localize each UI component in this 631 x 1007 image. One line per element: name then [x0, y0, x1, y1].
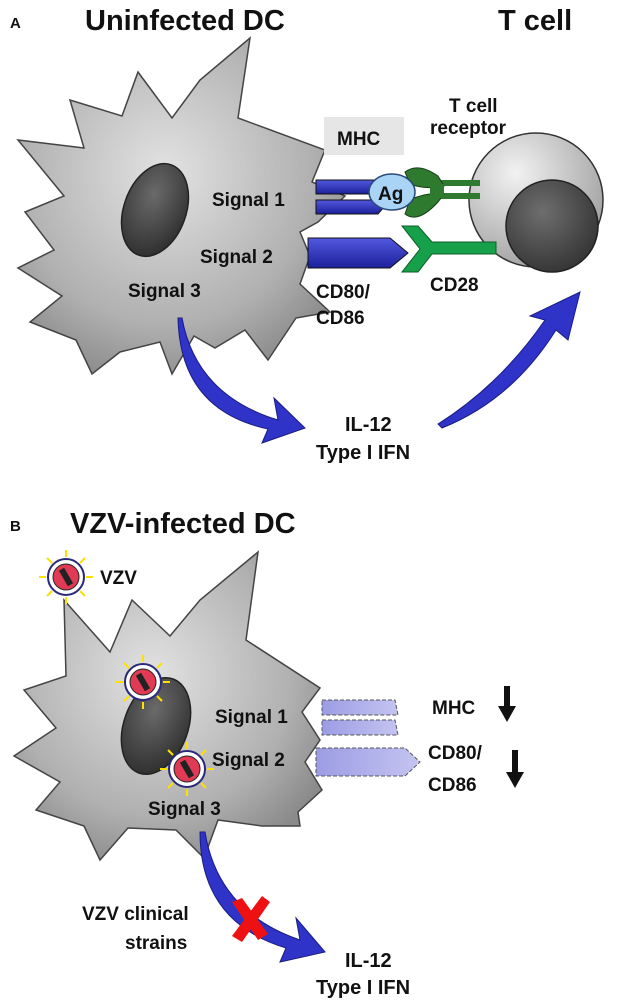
nucleus-a — [120, 162, 190, 258]
panel-a-title: Uninfected DC — [85, 5, 285, 37]
signal-3-label-b: Signal 3 — [148, 799, 221, 820]
mhc-down-arrow — [498, 686, 516, 722]
panel-b-letter: B — [10, 518, 21, 535]
ifn-label-b: Type I IFN — [316, 977, 410, 999]
faded-mhc-molecule — [321, 699, 399, 736]
panel-b: B VZV-infected DC VZV — [10, 508, 524, 999]
cd80-down-arrow — [506, 750, 524, 788]
antigen-label: Ag — [378, 184, 403, 205]
mhc-molecule — [315, 179, 385, 215]
ifn-label-a: Type I IFN — [316, 442, 410, 464]
signal-1-label: Signal 1 — [212, 190, 285, 211]
il12-label-b: IL-12 — [345, 950, 392, 972]
cd80-label: CD80/ — [316, 282, 371, 303]
vzv-label: VZV — [100, 568, 137, 589]
signal-2-label: Signal 2 — [200, 247, 273, 268]
signal-3-arrow-a — [177, 317, 306, 444]
cd86-label-b: CD86 — [428, 775, 477, 796]
t-cell-receptor-label-line1: T cell — [449, 96, 498, 117]
blocked-x-mark — [232, 896, 270, 942]
signal-3-label: Signal 3 — [128, 281, 201, 302]
mhc-label-box — [324, 117, 404, 155]
mhc-label-b: MHC — [432, 698, 476, 719]
cd80-label-b: CD80/ — [428, 743, 483, 764]
vzv-virion-membrane — [116, 655, 170, 709]
vzv-virion-free — [39, 550, 93, 604]
signal-1-label-b: Signal 1 — [215, 707, 288, 728]
t-cell-receptor — [404, 167, 480, 218]
cd80-cd86-molecule — [307, 237, 409, 269]
nucleus-b — [120, 677, 192, 775]
antigen — [368, 173, 416, 211]
mhc-label: MHC — [337, 129, 381, 150]
il12-label-a: IL-12 — [345, 414, 392, 436]
t-cell-title: T cell — [498, 5, 572, 37]
panel-b-title: VZV-infected DC — [70, 508, 296, 540]
panel-a-letter: A — [10, 15, 21, 32]
clinical-strains-label-line2: strains — [125, 933, 187, 954]
cytokine-to-tcell-arrow — [437, 291, 581, 429]
cd28-label: CD28 — [430, 275, 479, 296]
panel-a: A Uninfected DC T cell MHC Ag — [10, 5, 604, 464]
t-cell-receptor-label-line2: receptor — [430, 118, 507, 139]
cd28-molecule — [400, 225, 497, 273]
vzv-virion-cytoplasm — [160, 742, 214, 796]
faded-cd80-cd86-molecule — [315, 747, 421, 777]
t-cell-nucleus — [505, 179, 599, 273]
clinical-strains-label-line1: VZV clinical — [82, 904, 189, 925]
cd86-label: CD86 — [316, 308, 365, 329]
signal-2-label-b: Signal 2 — [212, 750, 285, 771]
